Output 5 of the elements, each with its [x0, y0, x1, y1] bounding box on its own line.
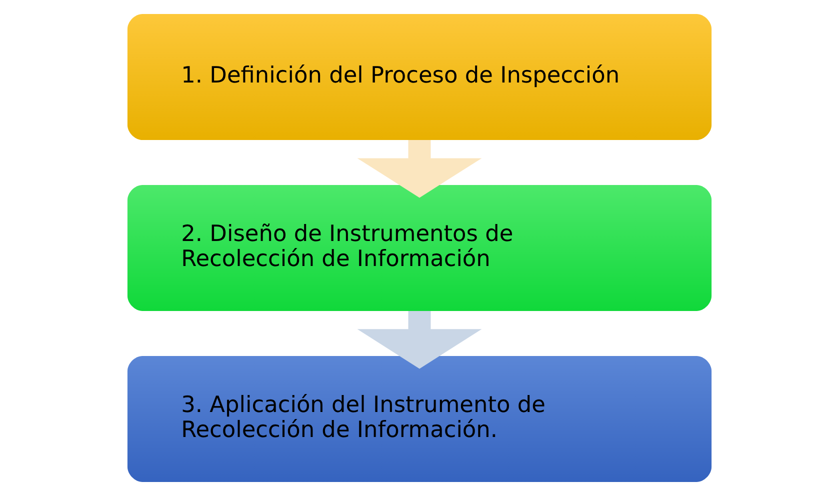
node-box: 1. Definición del Proceso de Inspección: [126, 14, 712, 140]
node-box: 3. Aplicación del Instrumento de Recolección de Información.: [126, 355, 712, 482]
arrow: [356, 310, 482, 368]
arrow: [356, 140, 482, 198]
node-box: 2. Diseño de Instrumentos de Recolección de Información: [126, 184, 712, 311]
